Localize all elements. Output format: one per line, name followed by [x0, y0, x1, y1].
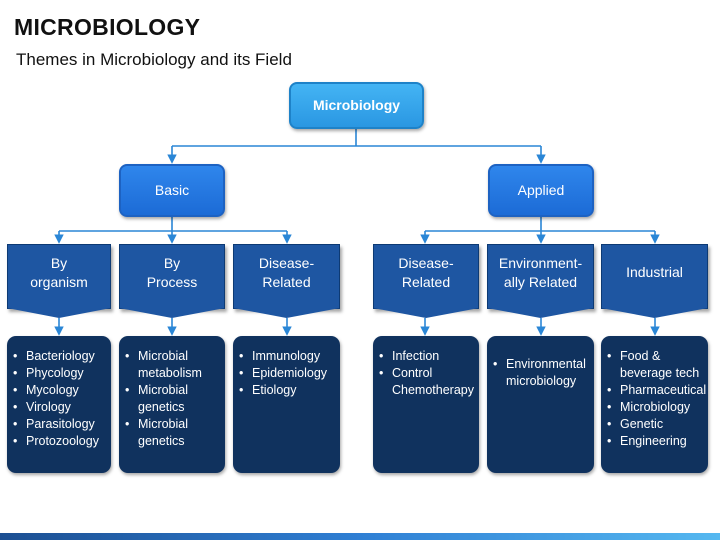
category-industrial: Industrial: [601, 244, 708, 309]
category-label: Environment-ally Related: [498, 254, 583, 290]
branch-basic: Basic: [119, 164, 225, 217]
category-label: Disease-Related: [258, 254, 315, 290]
category-disease-related-applied: Disease-Related: [373, 244, 479, 309]
list-item: Microbial metabolism: [125, 348, 223, 382]
list-item: Immunology: [239, 348, 338, 365]
branch-label: Applied: [517, 182, 565, 198]
list-item: Engineering: [607, 433, 706, 450]
category-label: By Process: [146, 254, 198, 290]
branch-applied: Applied: [488, 164, 594, 217]
leaf-box-disease-related-basic: Immunology Epidemiology Etiology: [233, 336, 340, 473]
leaf-box-by-organism: Bacteriology Phycology Mycology Virology…: [7, 336, 111, 473]
list-item: Epidemiology: [239, 365, 338, 382]
list-item: Control Chemotherapy: [379, 365, 477, 399]
category-label: Industrial: [626, 264, 683, 280]
root-label: Microbiology: [312, 97, 401, 113]
category-label: Disease-Related: [398, 254, 454, 290]
page-title: MICROBIOLOGY: [14, 14, 201, 40]
list-item: Pharmaceutical: [607, 382, 706, 399]
leaf-box-disease-related-applied: Infection Control Chemotherapy: [373, 336, 479, 473]
leaf-box-industrial: Food & beverage tech Pharmaceutical Micr…: [601, 336, 708, 473]
leaf-box-environmentally-related: Environmental microbiology: [487, 336, 594, 473]
category-environmentally-related: Environment-ally Related: [487, 244, 594, 309]
list-item: Etiology: [239, 382, 338, 399]
list-item: Phycology: [13, 365, 109, 382]
list-item: Microbiology: [607, 399, 706, 416]
list-item: Food & beverage tech: [607, 348, 706, 382]
page-subtitle: Themes in Microbiology and its Field: [16, 50, 292, 69]
list-item: Infection: [379, 348, 477, 365]
category-disease-related-basic: Disease-Related: [233, 244, 340, 309]
list-item: Parasitology: [13, 416, 109, 433]
list-item: Protozoology: [13, 433, 109, 450]
leaf-box-by-process: Microbial metabolism Microbial genetics …: [119, 336, 225, 473]
list-item: Environmental microbiology: [493, 356, 592, 390]
branch-label: Basic: [154, 182, 190, 198]
category-by-organism: By organism: [7, 244, 111, 309]
list-item: Bacteriology: [13, 348, 109, 365]
connector-root-branches: [171, 129, 542, 162]
list-item: Microbial genetics: [125, 416, 223, 450]
connector-basic-categories: [58, 217, 288, 242]
list-item: Mycology: [13, 382, 109, 399]
list-item: Microbial genetics: [125, 382, 223, 416]
category-label: By organism: [30, 254, 88, 290]
connector-applied-categories: [424, 217, 656, 242]
list-item: Genetic: [607, 416, 706, 433]
bottom-accent-bar: [0, 533, 720, 540]
list-item: Virology: [13, 399, 109, 416]
root-node: Microbiology: [289, 82, 424, 129]
category-by-process: By Process: [119, 244, 225, 309]
